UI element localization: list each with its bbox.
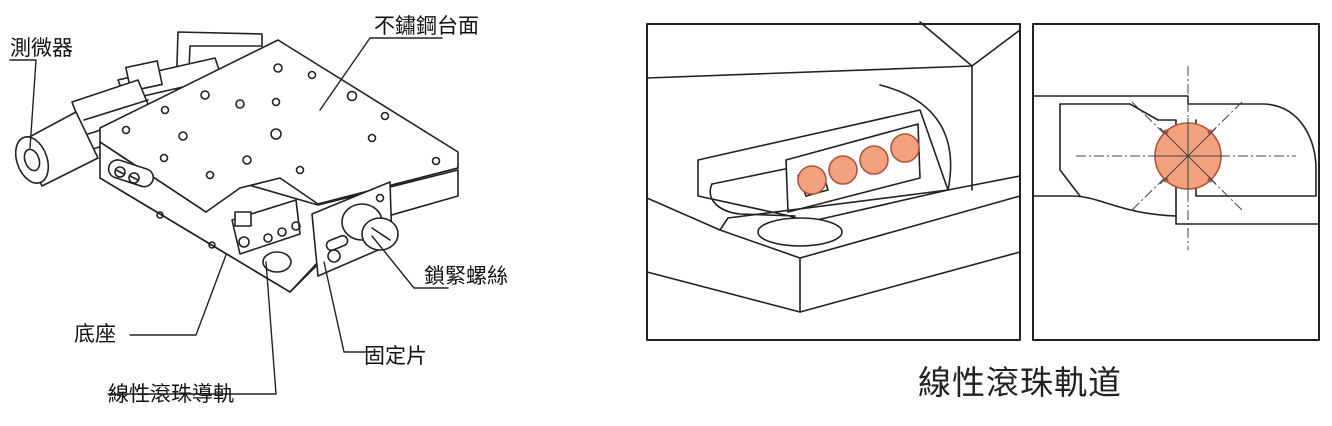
rail-balls <box>796 118 1226 197</box>
label-stainless-top: 不鏽鋼台面 <box>374 14 479 38</box>
leader-lines <box>9 37 449 395</box>
ball <box>890 133 920 163</box>
rail-closeup-panel <box>646 21 1021 341</box>
label-lock-screw: 鎖緊螺絲 <box>424 264 508 288</box>
label-base: 底座 <box>74 322 116 346</box>
label-fixing-plate: 固定片 <box>364 344 427 368</box>
ball <box>797 165 827 195</box>
label-linear-ball-rail: 線性滾珠導軌 <box>108 382 234 406</box>
ball <box>859 145 889 175</box>
stage-drawing <box>14 31 459 293</box>
label-micrometer: 測微器 <box>10 36 73 60</box>
caption-linear-ball-track: 線性滾珠軌道 <box>918 363 1122 402</box>
ball <box>828 155 858 185</box>
